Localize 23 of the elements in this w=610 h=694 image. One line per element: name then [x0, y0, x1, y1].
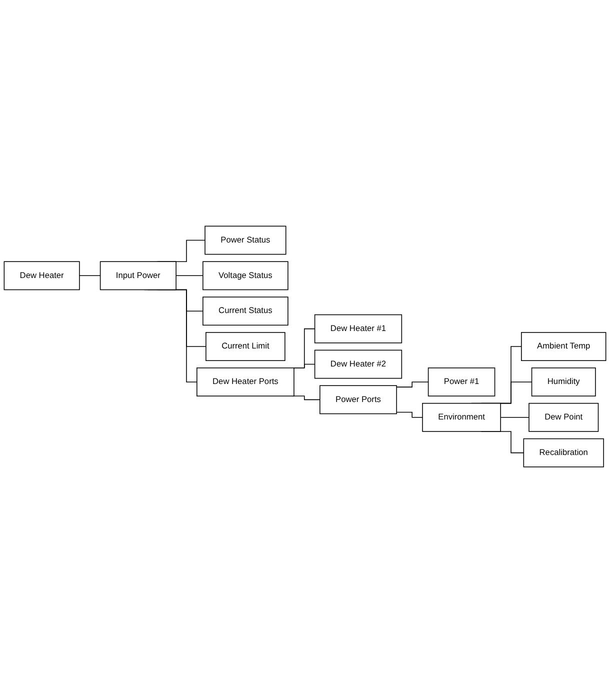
node-box: Environment [422, 403, 501, 432]
node-box: Dew Heater #1 [314, 314, 402, 344]
node-box: Dew Heater #2 [314, 350, 402, 380]
node-box: Power Status [204, 226, 286, 256]
connector [396, 382, 429, 388]
node-box: Dew Heater Ports [196, 368, 294, 397]
node-box: Voltage Status [202, 262, 288, 291]
node-box: Dew Heater [4, 262, 80, 291]
connector [176, 276, 204, 277]
node-box: Dew Point [528, 403, 599, 432]
node-box: Current Status [202, 297, 288, 326]
node-box: Humidity [531, 368, 596, 397]
connector [292, 396, 320, 401]
node-box: Power #1 [428, 368, 496, 397]
connector [79, 276, 101, 277]
node-box: Ambient Temp [521, 332, 606, 362]
connector [500, 417, 530, 418]
connector [292, 364, 316, 369]
node-box: Current Limit [206, 332, 286, 362]
node-box: Recalibration [523, 438, 604, 468]
node-box: Power Ports [320, 386, 397, 415]
connector [396, 412, 423, 418]
node-box: Input Power [100, 262, 176, 291]
